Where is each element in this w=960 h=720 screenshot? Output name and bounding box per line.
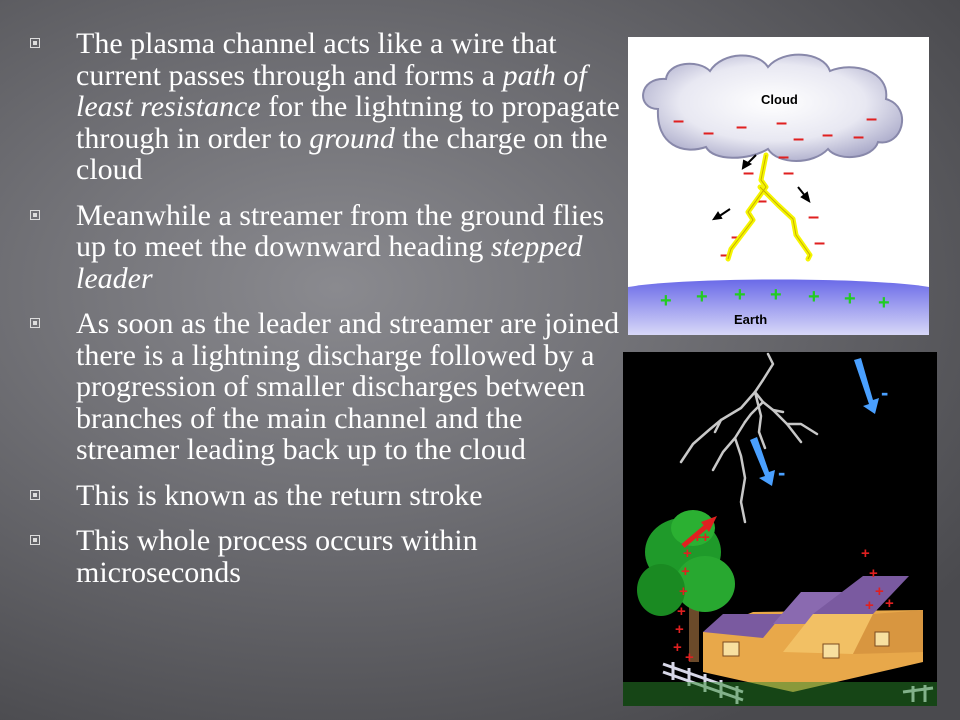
minus-charge: – — [736, 116, 747, 138]
bullet-item: This whole process occurs within microse… — [30, 525, 620, 588]
plus-charge: + — [844, 288, 856, 310]
plus-charge: + — [675, 621, 684, 638]
minus-charge: – — [866, 108, 877, 130]
minus-charge: – — [776, 112, 787, 134]
bullet-item: As soon as the leader and streamer are j… — [30, 308, 620, 466]
minus-charge: – — [720, 244, 731, 266]
bullet-item: This is known as the return stroke — [30, 479, 620, 512]
cloud-label: Cloud — [761, 92, 798, 107]
plus-charge: + — [865, 597, 874, 614]
minus-charge: – — [783, 162, 794, 184]
minus-charge: – — [822, 124, 833, 146]
square-bullet-icon — [30, 489, 40, 500]
arrow-head-icon — [741, 159, 753, 170]
plus-charge: + — [696, 286, 708, 308]
minus-charge: – — [673, 110, 684, 132]
minus-charge: – — [853, 126, 864, 148]
plus-charge: + — [701, 529, 710, 546]
minus-charge: - — [778, 460, 785, 485]
plus-charge: + — [693, 529, 702, 546]
square-bullet-icon — [30, 535, 40, 545]
minus-charge: – — [814, 232, 825, 254]
tree — [637, 510, 735, 662]
plus-charge: + — [885, 595, 894, 612]
bolt-outline — [727, 154, 811, 260]
plus-charge: + — [869, 565, 878, 582]
earth-label: Earth — [734, 312, 767, 327]
plus-charge: + — [875, 583, 884, 600]
minus-charge: – — [703, 122, 714, 144]
house — [703, 576, 923, 692]
streamer-arrow — [681, 522, 711, 548]
arrow-icon — [854, 358, 879, 414]
minus-charge: - — [881, 380, 888, 405]
lawn — [623, 682, 937, 706]
plus-charge: + — [878, 292, 890, 314]
plus-charge: + — [734, 284, 746, 306]
plus-charge: + — [673, 639, 682, 656]
plus-charge: + — [770, 284, 782, 306]
square-bullet-icon — [30, 38, 40, 48]
bullet-list: The plasma channel acts like a wire that… — [30, 28, 620, 602]
minus-charge: – — [808, 206, 819, 228]
plus-charge: + — [683, 545, 692, 562]
plus-charge: + — [861, 545, 870, 562]
lightning-strike-illustration: - - + + + + + + + — [623, 352, 937, 706]
lightning-branches — [679, 352, 819, 524]
arrow-icon — [750, 437, 775, 486]
plus-charge: + — [660, 290, 672, 312]
square-bullet-icon — [30, 318, 40, 328]
cloud-shape — [642, 53, 904, 162]
arrow-head-icon — [711, 211, 723, 221]
plus-charge: + — [679, 583, 688, 600]
minus-charge: – — [731, 226, 742, 248]
minus-charge: – — [756, 190, 767, 212]
minus-charge: – — [743, 162, 754, 184]
plus-charge: + — [681, 563, 690, 580]
arrow-head-icon — [701, 516, 717, 532]
plus-charge: + — [808, 286, 820, 308]
minus-charge: – — [778, 146, 789, 168]
minus-charge: – — [793, 128, 804, 150]
plus-charge: + — [685, 649, 694, 666]
square-bullet-icon — [30, 209, 40, 220]
earth-ground — [628, 279, 929, 335]
bullet-item: The plasma channel acts like a wire that… — [30, 28, 620, 186]
arrow-head-icon — [800, 191, 811, 204]
plus-charge: + — [677, 603, 686, 620]
bullet-item: Meanwhile a streamer from the ground fli… — [30, 199, 620, 295]
cloud-earth-diagram: Cloud – – – – – – – – – – – – – – – – + … — [628, 37, 929, 335]
